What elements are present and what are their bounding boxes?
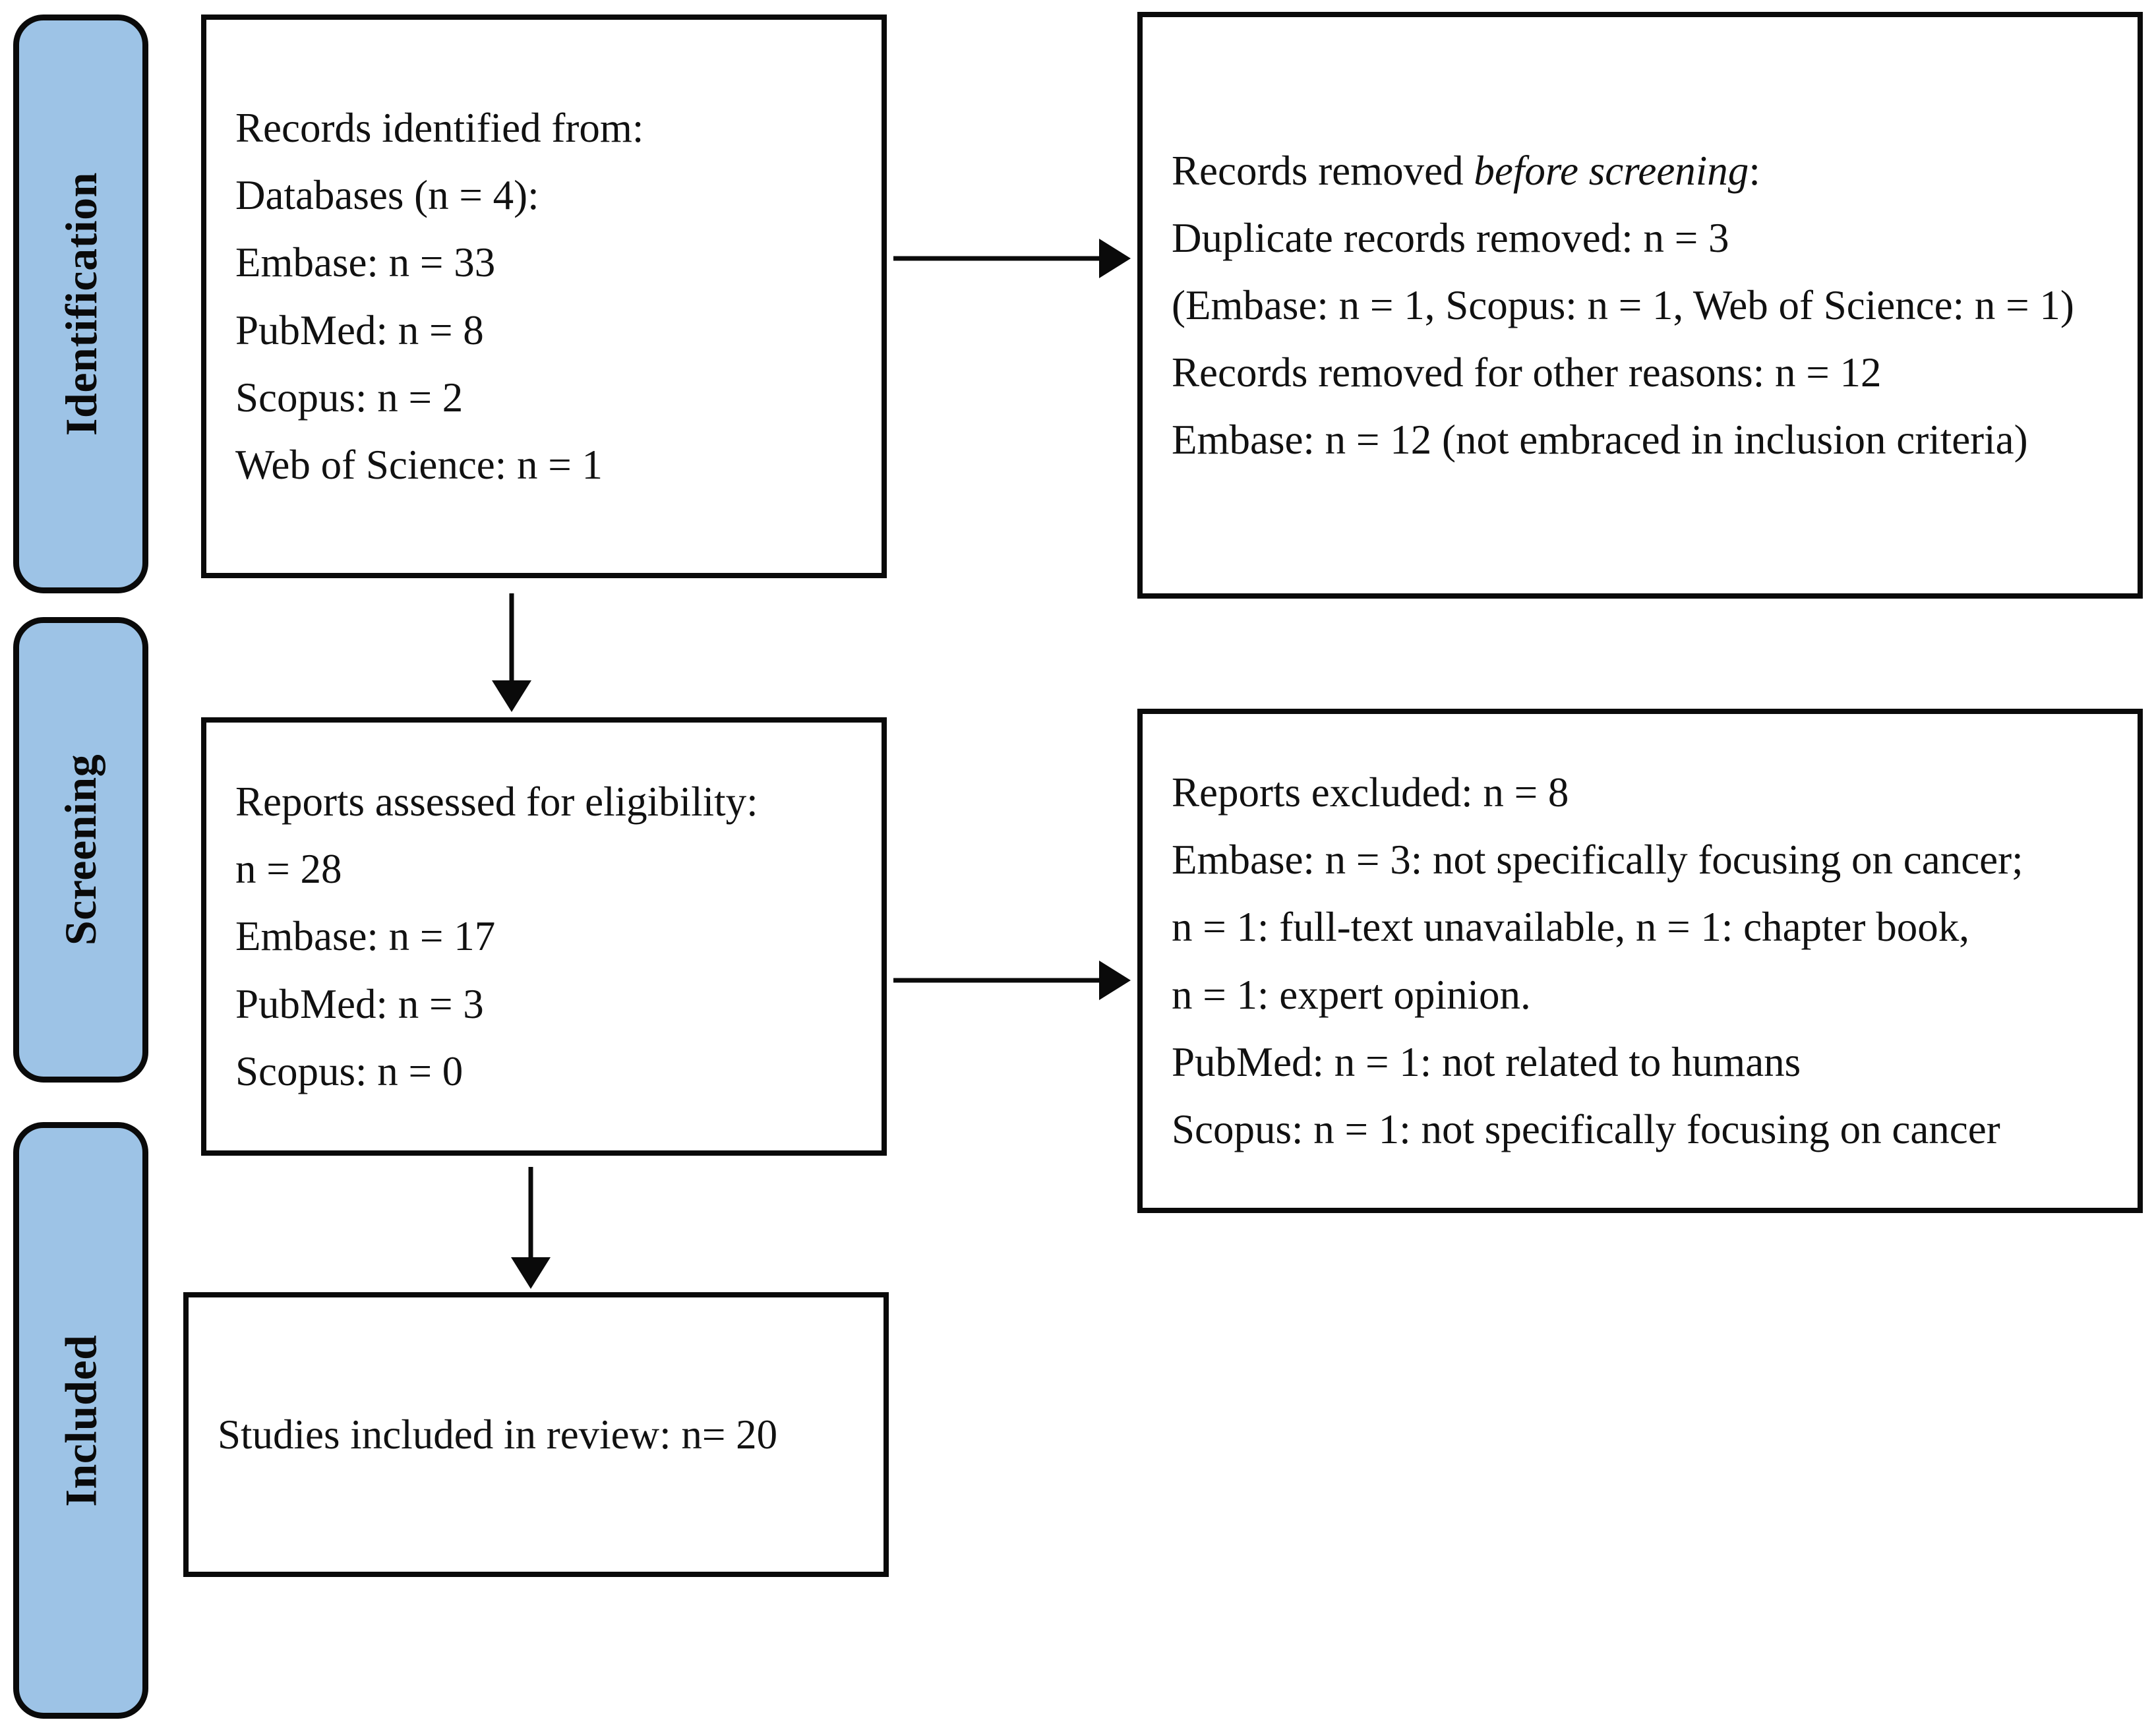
records-removed-line-1: Duplicate records removed: n = 3: [1172, 214, 1729, 261]
records-removed-line-3: Records removed for other reasons: n = 1…: [1172, 349, 1882, 396]
reports-excluded-line-6: Scopus: n = 1: not specifically focusing…: [1172, 1106, 2000, 1152]
reports-excluded-line-4: n = 1: expert opinion.: [1172, 971, 1531, 1018]
arrow-shaft: [893, 978, 1103, 983]
box-reports-assessed: Reports assessed for eligibility: n = 28…: [201, 717, 887, 1156]
reports-excluded-line-2: Embase: n = 3: not specifically focusing…: [1172, 837, 2023, 883]
arrow-shaft: [528, 1167, 533, 1263]
arrow-head: [1099, 961, 1131, 1000]
stage-pill-screening: Screening: [13, 617, 148, 1083]
records-identified-line-4: PubMed: n = 8: [235, 307, 484, 353]
reports-excluded-line-3: n = 1: full-text unavailable, n = 1: cha…: [1172, 904, 1969, 951]
records-identified-line-2: Databases (n = 4):: [235, 172, 539, 219]
records-removed-line-2: (Embase: n = 1, Scopus: n = 1, Web of Sc…: [1172, 282, 2074, 328]
reports-assessed-line-5: Scopus: n = 0: [235, 1048, 464, 1094]
box-records-removed: Records removed before screening: Duplic…: [1137, 12, 2143, 599]
records-identified-line-3: Embase: n = 33: [235, 239, 496, 286]
studies-included-line-1: Studies included in review: n= 20: [218, 1411, 778, 1458]
records-removed-title-prefix: Records removed: [1172, 147, 1474, 194]
arrow-shaft: [509, 593, 514, 686]
box-reports-excluded: Reports excluded: n = 8 Embase: n = 3: n…: [1137, 709, 2143, 1213]
records-removed-line-4: Embase: n = 12 (not embraced in inclusio…: [1172, 417, 2028, 463]
records-removed-title-suffix: :: [1749, 147, 1760, 194]
box-records-identified: Records identified from: Databases (n = …: [201, 15, 887, 578]
stage-pill-identification: Identification: [13, 15, 148, 593]
box-studies-included: Studies included in review: n= 20: [183, 1292, 889, 1577]
stage-label-identification: Identification: [55, 172, 106, 436]
records-identified-line-6: Web of Science: n = 1: [235, 441, 603, 488]
arrow-head: [511, 1257, 551, 1289]
arrow-shaft: [893, 256, 1103, 261]
stage-label-screening: Screening: [55, 754, 106, 946]
reports-assessed-line-4: PubMed: n = 3: [235, 980, 484, 1027]
reports-excluded-line-1: Reports excluded: n = 8: [1172, 769, 1569, 816]
records-removed-title: Records removed before screening:: [1172, 137, 2109, 204]
stage-label-included: Included: [55, 1334, 106, 1506]
records-identified-line-1: Records identified from:: [235, 105, 644, 152]
stage-pill-included: Included: [13, 1122, 148, 1719]
records-removed-title-italic: before screening: [1474, 147, 1749, 194]
reports-assessed-line-3: Embase: n = 17: [235, 913, 496, 960]
records-identified-line-5: Scopus: n = 2: [235, 374, 464, 421]
reports-assessed-line-2: n = 28: [235, 846, 342, 893]
reports-excluded-line-5: PubMed: n = 1: not related to humans: [1172, 1038, 1801, 1085]
arrow-head: [1099, 239, 1131, 278]
reports-assessed-line-1: Reports assessed for eligibility:: [235, 779, 758, 825]
arrow-head: [492, 680, 531, 712]
